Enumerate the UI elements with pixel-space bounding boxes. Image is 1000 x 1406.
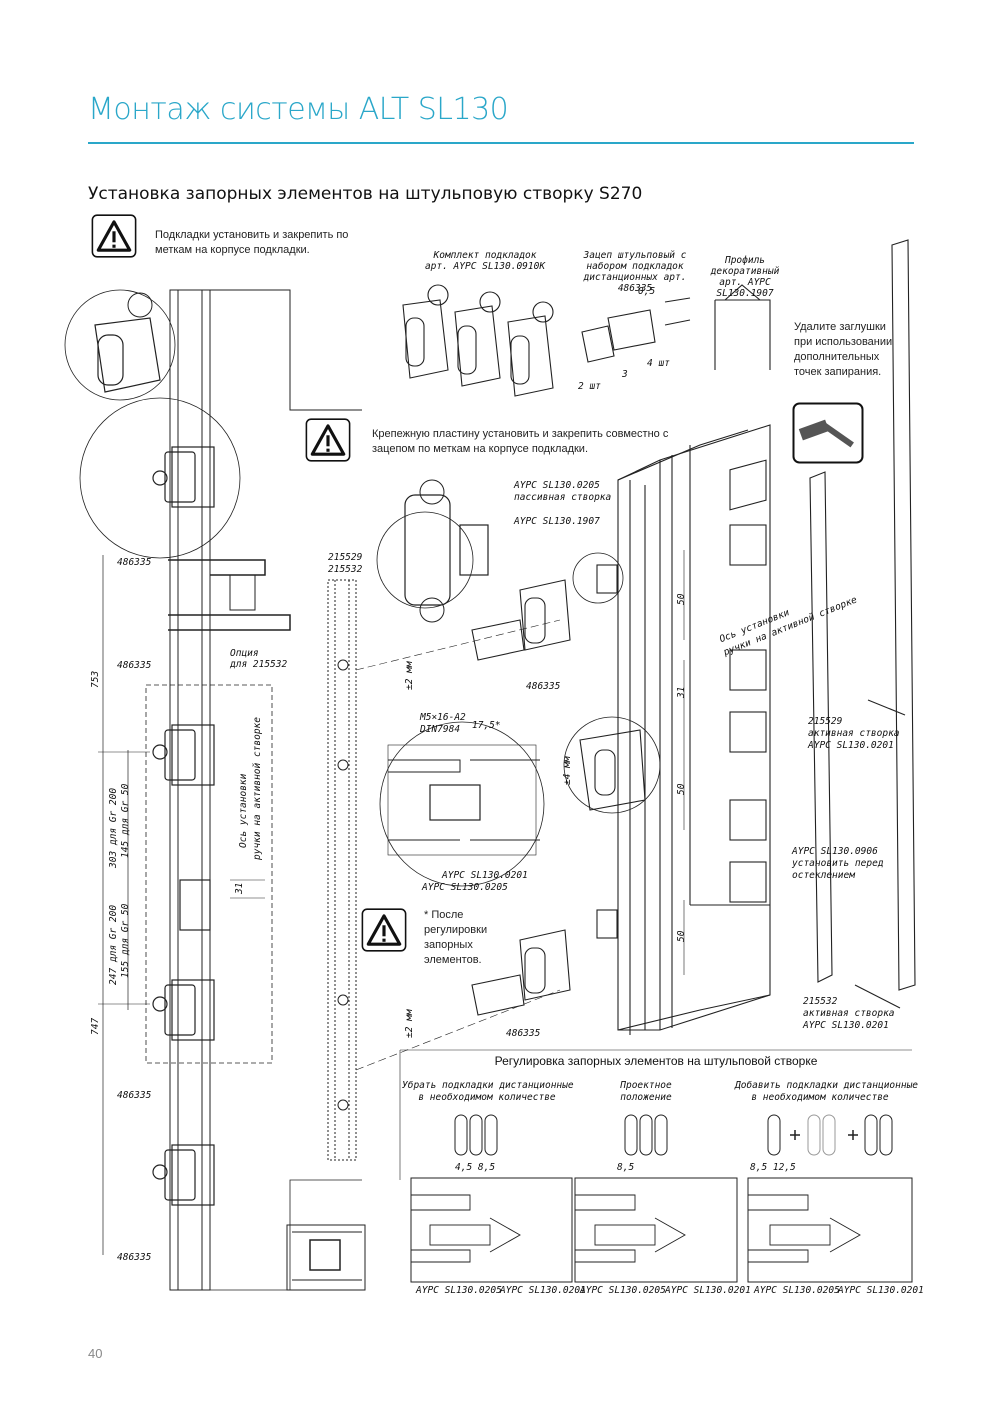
axis-handle-label-2: ручки на активной створке [252, 717, 263, 860]
part-486335-label: 486335 [117, 1252, 152, 1263]
part-486335-label: 486335 [117, 1090, 152, 1101]
dim-3-label: 3 [622, 369, 628, 380]
option-label: Опция [230, 648, 259, 659]
axis-handle-label-1: Ось установки [238, 773, 249, 848]
adj-dim-3: 8,5 12,5 [750, 1162, 796, 1173]
part-215529-label: 215529 [328, 552, 363, 563]
warning-icon [91, 214, 137, 258]
adj-code: AYPC SL130.0201 [500, 1285, 586, 1296]
warning-icon [305, 418, 351, 462]
qty-4-label: 4 шт [647, 358, 670, 369]
active-215532-code: 215532 [803, 996, 838, 1007]
passive-code: AYPC SL130.0205 [514, 480, 600, 491]
remove-plugs-note: Удалите заглушки при использовании допол… [794, 321, 893, 378]
adj-col1-line2: в необходимом количестве [418, 1092, 556, 1103]
dim-31: 31 [676, 686, 687, 698]
screw-spec-2: DIN7984 [420, 724, 461, 735]
detail-circle-top [376, 479, 489, 623]
adj-code: AYPC SL130.0205 [416, 1285, 502, 1296]
adj-code: AYPC SL130.0205 [754, 1285, 840, 1296]
part-486335-label: 486335 [506, 1028, 541, 1039]
dim-747: 747 [90, 1017, 101, 1035]
dim-155: 155 для Gr 50 [120, 903, 131, 978]
dim-05-label: 0,5 [638, 286, 656, 297]
exploded-locks [471, 564, 646, 1016]
profile-code: AYPC SL130.1907 [514, 516, 600, 527]
dim-50: 50 [676, 593, 687, 605]
gasket-text-1: установить перед [792, 858, 884, 869]
option-for-label: для 215532 [230, 659, 288, 670]
dim-145: 145 для Gr 50 [120, 783, 131, 858]
warning-note-1: Подкладки установить и закрепить по метк… [155, 229, 349, 256]
active-215529-art: AYPC SL130.0201 [808, 740, 894, 751]
part-215532-label: 215532 [328, 564, 363, 575]
adj-col3-line1: Добавить подкладки дистанционные [735, 1080, 919, 1091]
adj-dim-2: 8,5 [617, 1162, 635, 1173]
adj-dim-1: 4,5 8,5 [455, 1162, 496, 1173]
warning-note-3: * После регулировки запорных элементов. [424, 909, 488, 966]
gasket-code: AYPC SL130.0906 [792, 846, 878, 857]
sash-3d [617, 424, 771, 1035]
kit-label: Комплект подкладок арт. AYPC SL130.0910K [424, 250, 546, 272]
hammer-icon [792, 402, 864, 464]
warning-note-2: Крепежную пластину установить и закрепит… [372, 428, 669, 455]
dim-31-left: 31 [234, 882, 245, 894]
part-486335-label: 486335 [117, 660, 152, 671]
gasket-text-2: остеклением [792, 870, 855, 881]
active-215529-text: активная створка [808, 728, 900, 739]
adj-code: AYPC SL130.0201 [838, 1285, 924, 1296]
warning-icon [361, 908, 407, 952]
passive-text: пассивная створка [514, 492, 612, 503]
adj-col2-line2: положение [620, 1092, 672, 1103]
adj-code: AYPC SL130.0201 [665, 1285, 751, 1296]
dim-753: 753 [90, 670, 101, 688]
active-215532-art: AYPC SL130.0201 [803, 1020, 889, 1031]
dim-2mm-top: ±2 мм [404, 661, 415, 690]
adjustment-title: Регулировка запорных элементов на штульп… [494, 1054, 818, 1068]
kit-parts [402, 284, 771, 397]
lock-bar [327, 579, 561, 1161]
section-code-1: AYPC SL130.0201 [442, 870, 528, 881]
adj-col3-line2: в необходимом количестве [751, 1092, 889, 1103]
adj-col1-line1: Убрать подкладки дистанционные [402, 1080, 574, 1091]
part-486335-label: 486335 [526, 681, 561, 692]
title-rule [88, 142, 914, 144]
dim-303: 303 для Gr 200 [108, 787, 119, 868]
section-code-2: AYPC SL130.0205 [422, 882, 508, 893]
page-number: 40 [88, 1346, 103, 1361]
qty-2-label: 2 шт [578, 381, 601, 392]
adjustment-box [399, 1049, 913, 1283]
adj-code: AYPC SL130.0205 [580, 1285, 666, 1296]
section-title: Установка запорных элементов на штульпов… [88, 184, 643, 204]
sash-elevation [64, 289, 366, 1291]
adj-col2-line1: Проектное [620, 1080, 672, 1091]
active-215529-code: 215529 [808, 716, 843, 727]
part-486335-label: 486335 [117, 557, 152, 568]
profile-label: Профиль декоративный арт. AYPC SL130.190… [710, 255, 780, 299]
dim-50: 50 [676, 783, 687, 795]
dim-247: 247 для Gr 200 [108, 904, 119, 985]
detail-circle-mid [379, 721, 545, 887]
page-title: Монтаж системы ALT SL130 [88, 92, 509, 127]
dim-175: 17,5* [472, 720, 501, 731]
dim-50: 50 [676, 930, 687, 942]
active-215532-text: активная створка [803, 1008, 895, 1019]
dim-2mm-bottom: ±2 мм [404, 1009, 415, 1038]
hook-label: Зацеп штульповый с набором подкладок дис… [583, 250, 687, 294]
right-profiles [809, 239, 916, 1009]
dim-4mm: ±4 мм [562, 756, 573, 785]
screw-spec-1: M5×16-A2 [420, 712, 466, 723]
